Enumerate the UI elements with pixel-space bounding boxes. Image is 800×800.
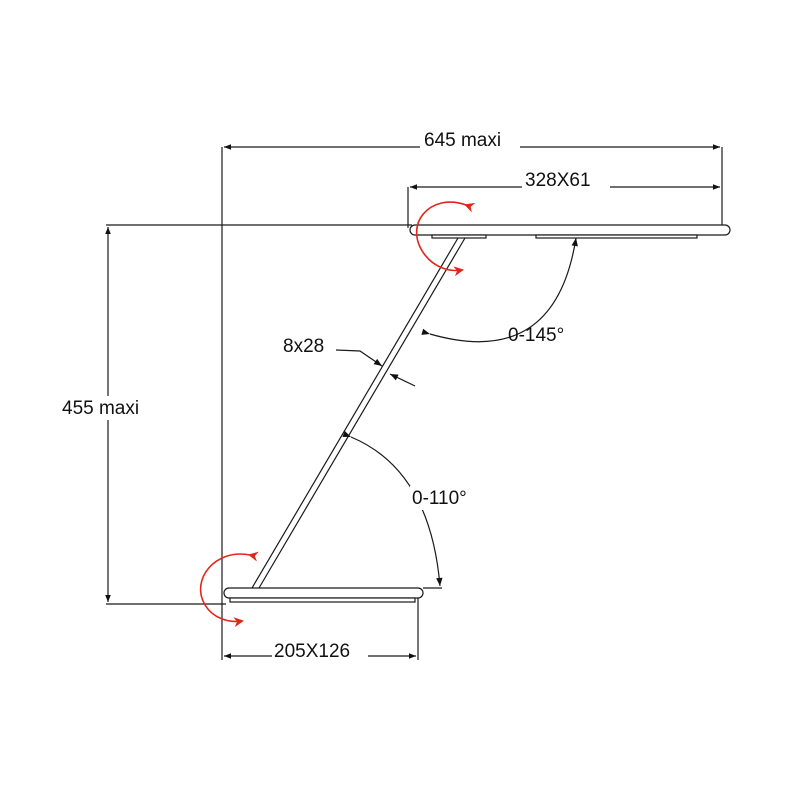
lamp-head xyxy=(409,224,731,236)
arm-section-label: 8x28 xyxy=(283,336,324,357)
overall-height-label: 455 maxi xyxy=(62,398,139,419)
section-leader xyxy=(335,349,383,367)
section-leader xyxy=(389,373,416,387)
head-led-strip xyxy=(535,234,698,239)
arm-angle-arc xyxy=(342,430,443,587)
head-pad xyxy=(431,234,487,239)
arm-angle-label: 0-110° xyxy=(412,488,467,509)
head-angle-label: 0-145° xyxy=(508,325,564,346)
arm-edge xyxy=(251,237,459,589)
base-rotation-arrow-icon xyxy=(199,551,259,628)
head-size-label: 328X61 xyxy=(525,170,591,191)
overall-width-label: 645 maxi xyxy=(424,130,501,151)
base-size-label: 205X126 xyxy=(274,641,350,662)
lamp-base xyxy=(223,587,424,599)
head-rotation-arrow-icon xyxy=(415,201,476,277)
base-foot xyxy=(229,597,416,603)
arm-edge xyxy=(258,237,466,589)
head-angle-arc xyxy=(421,237,578,343)
